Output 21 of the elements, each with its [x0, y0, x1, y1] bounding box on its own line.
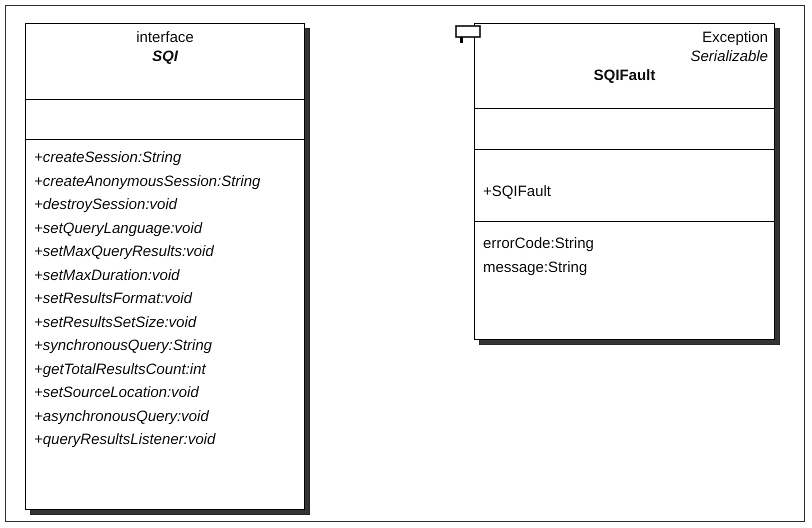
method-text: +setQueryLanguage:void	[33, 218, 204, 238]
method-text: +setResultsSetSize:void	[33, 312, 198, 332]
method-text: +setResultsFormat:void	[33, 289, 194, 309]
attribute-text: message:String	[482, 258, 588, 278]
interface-text: Serializable	[690, 47, 768, 66]
method-text: +setMaxDuration:void	[33, 266, 181, 286]
constructor-text: +SQIFault	[482, 182, 552, 202]
method-text: +destroySession:void	[33, 195, 178, 215]
attribute-text: errorCode:String	[482, 234, 595, 254]
stereotype-text: interface	[136, 28, 194, 47]
stereotype-text: Exception	[702, 28, 768, 47]
method-text: +setSourceLocation:void	[33, 383, 200, 403]
method-text: +setMaxQueryResults:void	[33, 242, 215, 262]
method-text: +synchronousQuery:String	[33, 336, 214, 356]
class-name: SQIFault	[594, 66, 656, 85]
method-text: +asynchronousQuery:void	[33, 406, 210, 426]
method-text: +createAnonymousSession:String	[33, 172, 262, 192]
method-text: +createSession:String	[33, 148, 182, 168]
class-name: SQI	[152, 47, 178, 66]
method-text: +getTotalResultsCount:int	[33, 360, 208, 380]
method-text: +queryResultsListener:void	[33, 430, 217, 450]
